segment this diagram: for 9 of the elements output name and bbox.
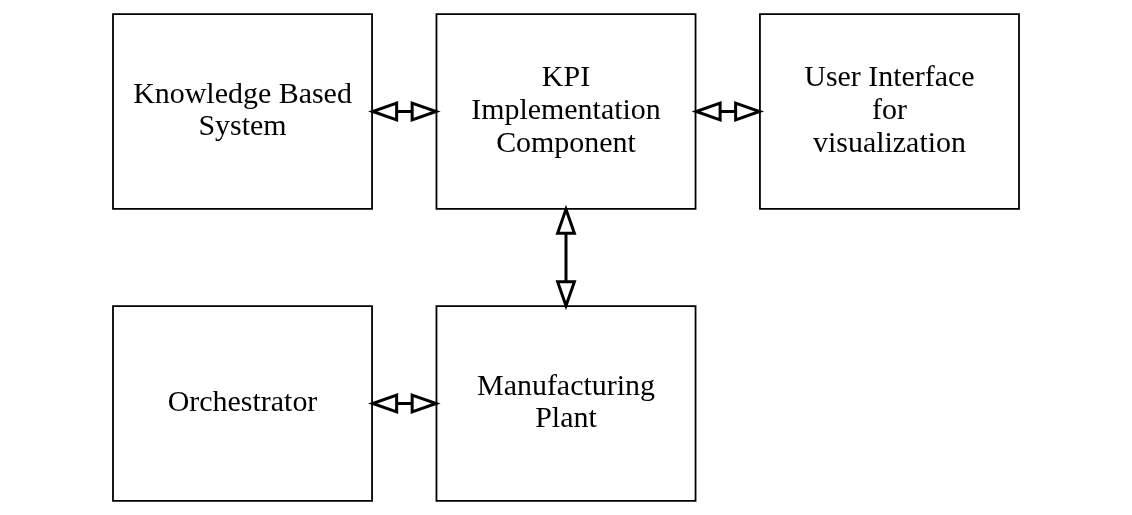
- arrow: [368, 101, 441, 122]
- arrow: [555, 204, 577, 311]
- node-box: Knowledge Based System: [112, 13, 373, 210]
- node-box: Manufacturing Plant: [435, 305, 697, 502]
- node-box: Orchestrator: [112, 305, 373, 502]
- arrow: [691, 101, 765, 122]
- node-box: User Interface for visualization: [759, 13, 1020, 210]
- node-box: KPI Implementation Component: [435, 13, 697, 210]
- arrow: [368, 393, 441, 414]
